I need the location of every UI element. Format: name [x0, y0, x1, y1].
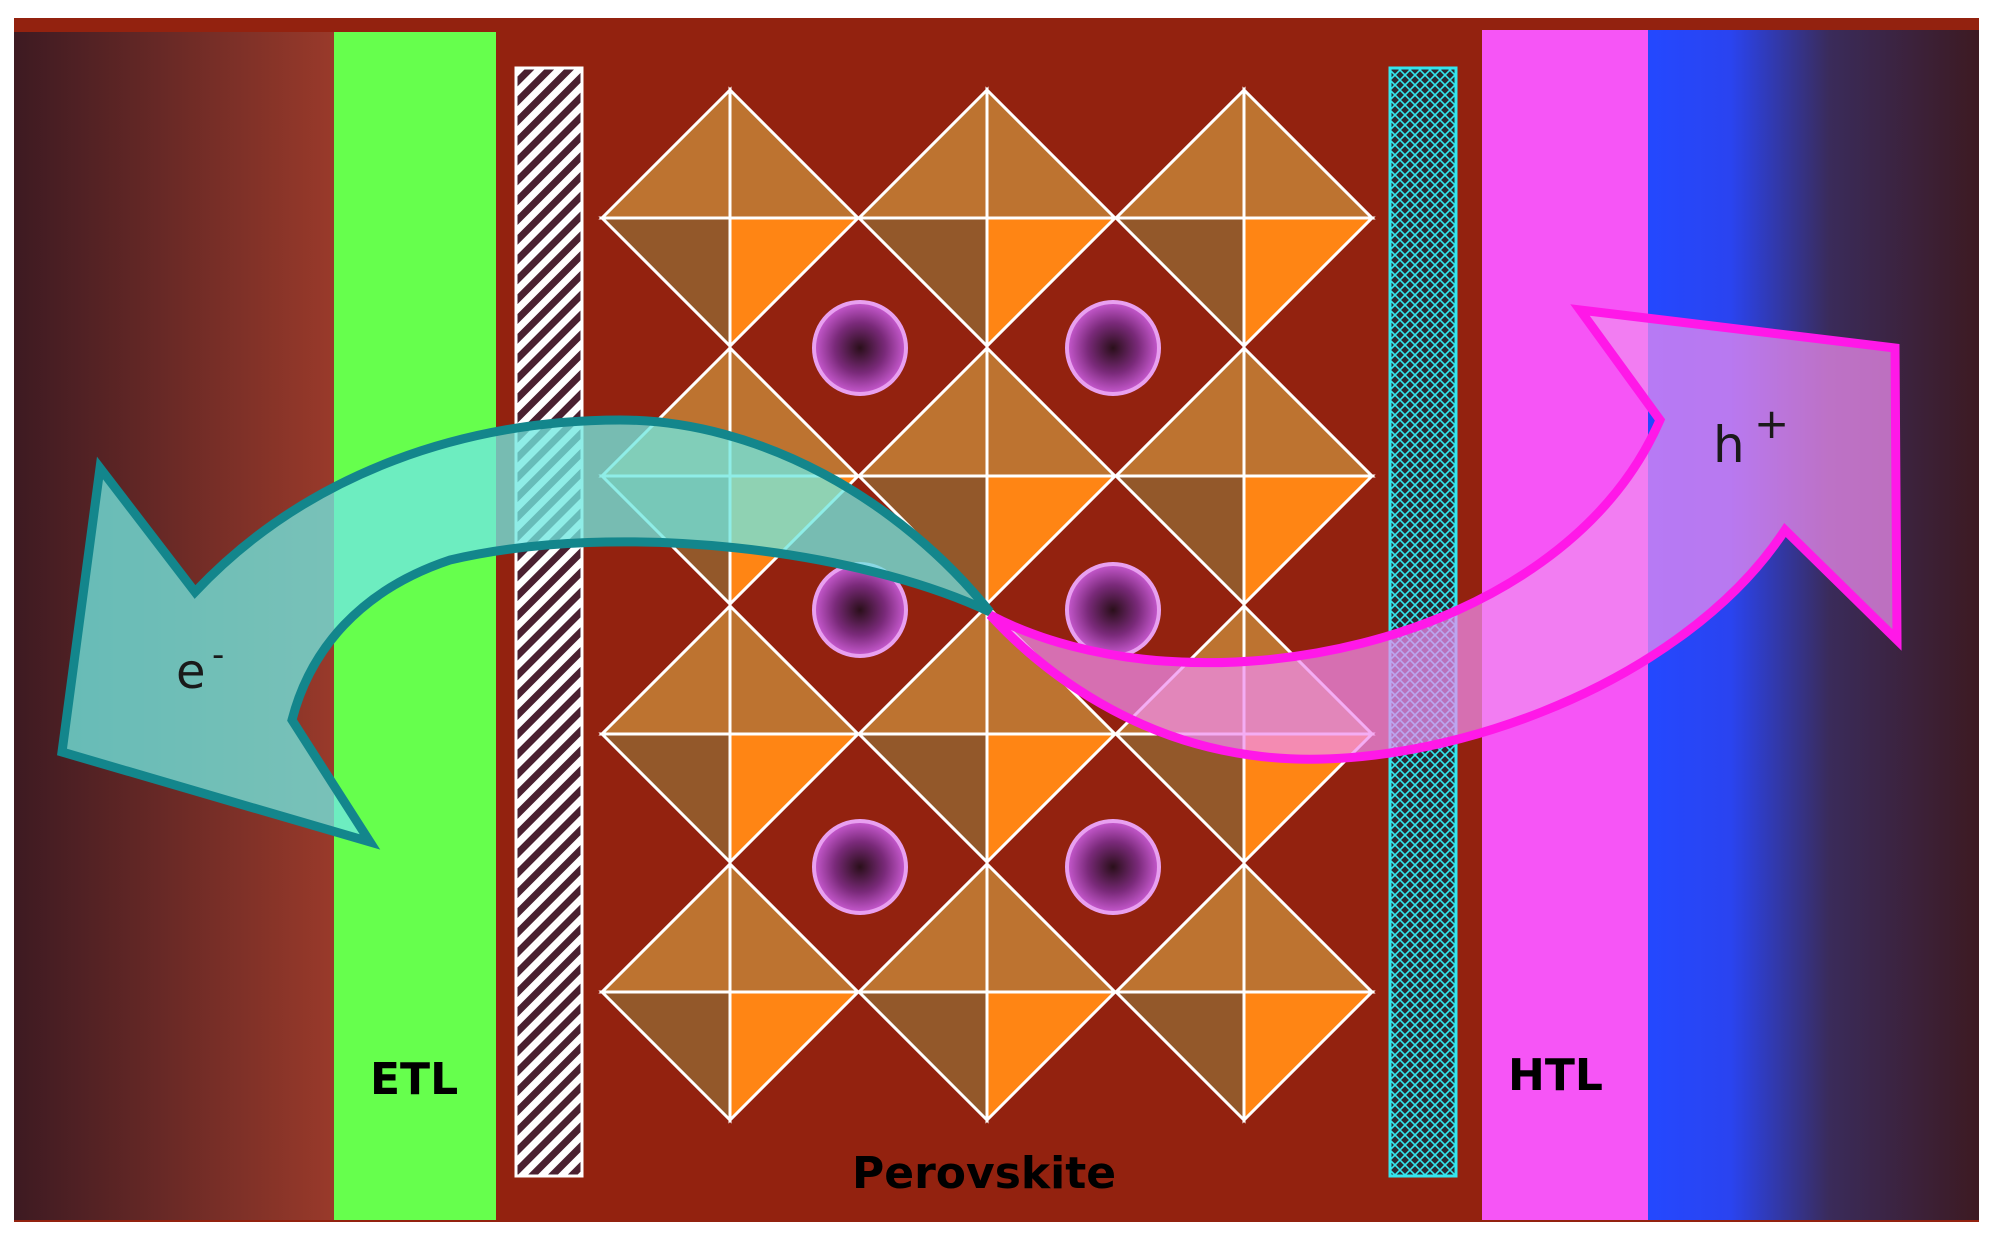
electron-label: e	[176, 644, 206, 700]
etl-layer	[334, 32, 496, 1220]
htl-label: HTL	[1508, 1050, 1603, 1101]
octahedron-facet	[1242, 216, 1376, 350]
electron-charge: -	[212, 635, 224, 675]
cation-sphere	[1065, 300, 1161, 396]
octahedron-facet	[985, 216, 1119, 350]
octahedron-facet	[728, 216, 862, 350]
perovskite-label: Perovskite	[852, 1148, 1116, 1199]
left-interlayer	[514, 66, 584, 1178]
cation-sphere	[812, 300, 908, 396]
etl-label: ETL	[370, 1054, 458, 1105]
hole-arrow	[986, 304, 1902, 764]
octahedron-facet	[728, 990, 862, 1124]
cation-group	[812, 300, 1161, 915]
electron-arrow	[57, 415, 994, 850]
right-electrode	[1648, 30, 1979, 1220]
cation-sphere	[812, 819, 908, 915]
cation-sphere	[1065, 562, 1161, 658]
octahedron-facet	[985, 732, 1119, 866]
octahedron-facet	[985, 990, 1119, 1124]
cation-sphere	[1065, 819, 1161, 915]
hole-charge: +	[1754, 399, 1789, 448]
octahedron-facet	[1242, 990, 1376, 1124]
octahedron-facet	[985, 474, 1119, 608]
octahedron-facet	[1242, 474, 1376, 608]
octahedron-facet	[728, 732, 862, 866]
hole-label: h	[1713, 416, 1745, 474]
